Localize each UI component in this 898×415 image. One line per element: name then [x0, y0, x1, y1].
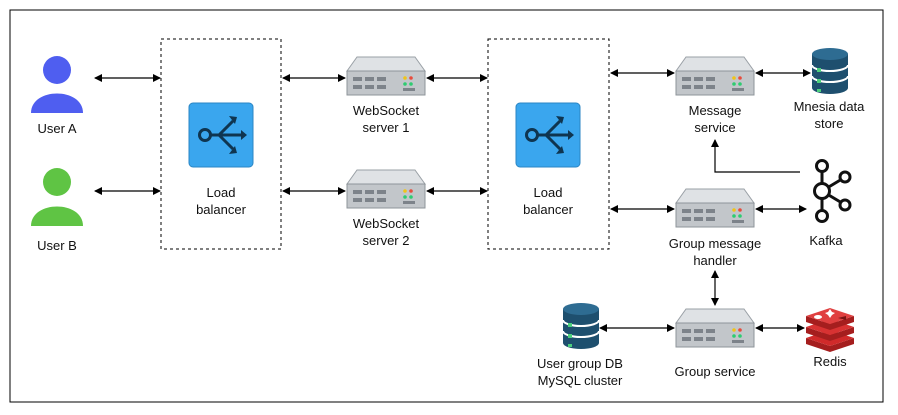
kafka-icon — [813, 159, 852, 223]
redis-label: Redis — [813, 354, 847, 369]
group-service: Group service — [675, 308, 756, 379]
user-group-db: User group DB MySQL cluster — [537, 302, 623, 388]
server-icon — [675, 56, 755, 96]
person-icon — [31, 168, 83, 226]
database-icon — [562, 302, 600, 350]
websocket-server-2-label-line1: WebSocket — [353, 216, 420, 231]
mnesia-label-line1: Mnesia data — [794, 99, 866, 114]
group-message-handler-label-line1: Group message — [669, 236, 762, 251]
websocket-server-1-label-line2: server 1 — [363, 120, 410, 135]
user-group-db-label-line2: MySQL cluster — [538, 373, 623, 388]
person-icon — [31, 56, 83, 113]
websocket-server-2-label-line2: server 2 — [363, 233, 410, 248]
user-group-db-label-line1: User group DB — [537, 356, 623, 371]
kafka-label: Kafka — [809, 233, 843, 248]
connectors — [94, 69, 811, 332]
user-a-label: User A — [37, 121, 76, 136]
message-service: Message service — [675, 56, 755, 135]
mnesia-data-store: Mnesia data store — [794, 47, 866, 131]
database-icon — [811, 47, 849, 95]
connector-kafka-message — [711, 139, 800, 173]
group-message-handler: Group message handler — [669, 188, 762, 268]
message-service-label-line1: Message — [689, 103, 742, 118]
server-icon — [675, 188, 755, 228]
user-b: User B — [31, 168, 83, 253]
load-balancer-2-box — [487, 38, 610, 250]
load-balancer-icon — [514, 101, 582, 169]
websocket-server-2: WebSocket server 2 — [346, 169, 426, 248]
group-message-handler-label-line2: handler — [693, 253, 737, 268]
mnesia-label-line2: store — [815, 116, 844, 131]
load-balancer-1-box — [160, 38, 282, 250]
load-balancer-icon — [187, 101, 255, 169]
load-balancer-1-label-line2: balancer — [196, 202, 247, 217]
message-service-label-line2: service — [694, 120, 735, 135]
user-a: User A — [31, 56, 83, 136]
load-balancer-2: Load balancer — [487, 38, 610, 250]
server-icon — [346, 56, 426, 96]
diagram-frame — [9, 9, 884, 403]
kafka: Kafka — [809, 159, 852, 248]
load-balancer-1-label-line1: Load — [207, 185, 236, 200]
websocket-server-1-label-line1: WebSocket — [353, 103, 420, 118]
websocket-server-1: WebSocket server 1 — [346, 56, 426, 135]
redis-icon — [806, 308, 854, 352]
load-balancer-2-label-line1: Load — [534, 185, 563, 200]
group-service-label: Group service — [675, 364, 756, 379]
load-balancer-2-label-line2: balancer — [523, 202, 574, 217]
server-icon — [346, 169, 426, 209]
user-b-label: User B — [37, 238, 77, 253]
redis: Redis — [806, 308, 854, 369]
server-icon — [675, 308, 755, 348]
load-balancer-1: Load balancer — [160, 38, 282, 250]
